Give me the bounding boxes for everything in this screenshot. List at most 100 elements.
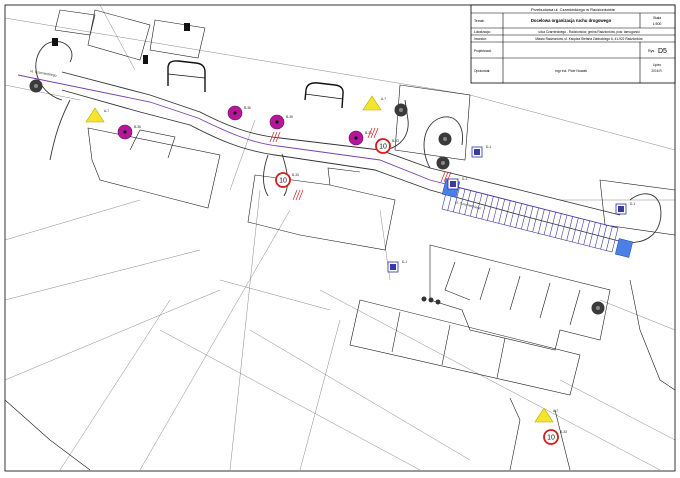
parking-stall-line [526, 206, 534, 231]
designer-label: Projektował: [474, 49, 491, 53]
location-label: Lokalizacja: [474, 30, 491, 34]
location-value: ulica Czarnieckiego - Radzionków, gmina … [538, 30, 639, 34]
parking-stall-line [492, 197, 500, 222]
parking-stall-line [487, 196, 494, 221]
sign-shape [275, 120, 279, 124]
parking-stall-line [532, 207, 539, 233]
sign-prohibition: B-36 [269, 114, 293, 130]
sign-shape [275, 172, 291, 188]
parking-stall-line [589, 222, 596, 247]
parking-area [441, 184, 619, 253]
sign-value: 10 [547, 434, 555, 441]
date-year: 2016 R. [651, 69, 662, 73]
sign-shape [233, 111, 237, 115]
demolition-mark [446, 171, 452, 183]
author-value: mgr inż. Piotr Nowak [555, 69, 588, 73]
parking-stall-line [572, 217, 579, 243]
parking-stall-line [594, 223, 602, 248]
parking-stall-line [453, 187, 460, 212]
sign-speed: 10 B-33 [275, 172, 299, 188]
parking-stall-line [521, 204, 528, 230]
structure-marker-core [596, 306, 600, 310]
sign-info: D-1 [471, 145, 491, 158]
parking-stall-line [560, 215, 568, 240]
sign-prohibition: B-36 [348, 130, 372, 146]
project-title: Przebudowa ul. Czarnieckiego w Radzionko… [531, 7, 616, 12]
sign-value: 10 [379, 143, 387, 150]
sheet-frame [4, 4, 676, 472]
disabled-parking-bay [614, 238, 634, 258]
demolition-mark [440, 171, 446, 183]
sign-shape [618, 206, 624, 212]
sign-shape [362, 95, 382, 111]
sign-label: A-7 [553, 409, 558, 413]
sign-label: B-33 [292, 173, 299, 177]
sign-info: D-1 [615, 202, 635, 215]
parking-stall-line [498, 199, 505, 224]
barrier [167, 60, 344, 109]
structure-marker-core [399, 108, 403, 112]
title-block: Przebudowa ul. Czarnieckiego w Radzionko… [470, 4, 676, 84]
scale-label: Skala [653, 16, 661, 20]
sign-shape [375, 138, 391, 154]
sign-label: D-1 [462, 177, 467, 181]
parking-stall-line [475, 193, 483, 218]
demolition-mark [443, 171, 449, 183]
author-label: Opracował: [474, 69, 490, 73]
parking-stall-line [464, 190, 471, 215]
pedestrian-crossing-marks [52, 23, 190, 64]
demolition-mark [367, 127, 373, 139]
sign-warning: A-7 [534, 407, 558, 423]
subject-value: Docelowa organizacja ruchu drogowego [531, 18, 612, 23]
street-label: ul. Czarnieckiego [455, 200, 482, 210]
parking-stall-line [458, 189, 466, 214]
demolition-mark [370, 127, 376, 139]
street-label: ul. Czarnieckiego [30, 69, 57, 78]
demolition-mark [295, 189, 301, 201]
sign-speed: 10 B-33 [375, 138, 399, 154]
sign-label: D-1 [486, 145, 491, 149]
sign-warning: A-7 [362, 95, 386, 111]
demolition-mark [298, 189, 304, 201]
sign-label: B-36 [244, 106, 251, 110]
sign-label: B-36 [365, 131, 372, 135]
sign-speed: 10B-33 [543, 429, 567, 445]
sign-prohibition: B-36 [117, 124, 141, 140]
sign-label: A-7 [381, 97, 386, 101]
sign-shape [354, 136, 358, 140]
parking-stall-line [549, 212, 556, 237]
sign-shape [543, 429, 559, 445]
demolition-mark [275, 131, 281, 143]
demolition-mark [373, 127, 379, 139]
drawing-number: D5 [658, 48, 667, 55]
structure-marker-core [441, 161, 445, 165]
sign-label: B-36 [134, 125, 141, 129]
road-axis [17, 74, 619, 229]
parking-stall-line [481, 194, 488, 220]
parking-stall-line [504, 200, 511, 225]
sign-shape [474, 149, 480, 155]
structure-marker-core [443, 137, 447, 141]
sign-value: 10 [279, 177, 287, 184]
parking-stall-line [543, 210, 551, 235]
demolition-mark [269, 131, 275, 143]
sign-label: B-33 [392, 139, 399, 143]
sign-label: B-36 [286, 115, 293, 119]
parking-stall-line [583, 220, 590, 245]
parking-stall-line [538, 209, 545, 234]
demolition-mark [272, 131, 278, 143]
parking-stall-line [606, 226, 613, 251]
investor-label: Inwestor: [474, 37, 487, 41]
date-month: Lipiec [653, 63, 662, 67]
base-map [4, 4, 676, 471]
sign-shape [450, 181, 456, 187]
sign-warning: A-7 [85, 107, 109, 123]
sign-label: A-7 [104, 109, 109, 113]
sign-shape [123, 130, 127, 134]
sign-shape [85, 107, 105, 123]
parking-stall-line [577, 219, 585, 244]
subject-label: Temat: [474, 19, 485, 23]
parking-stall-line [470, 192, 477, 217]
parking-stall-line [509, 202, 517, 227]
